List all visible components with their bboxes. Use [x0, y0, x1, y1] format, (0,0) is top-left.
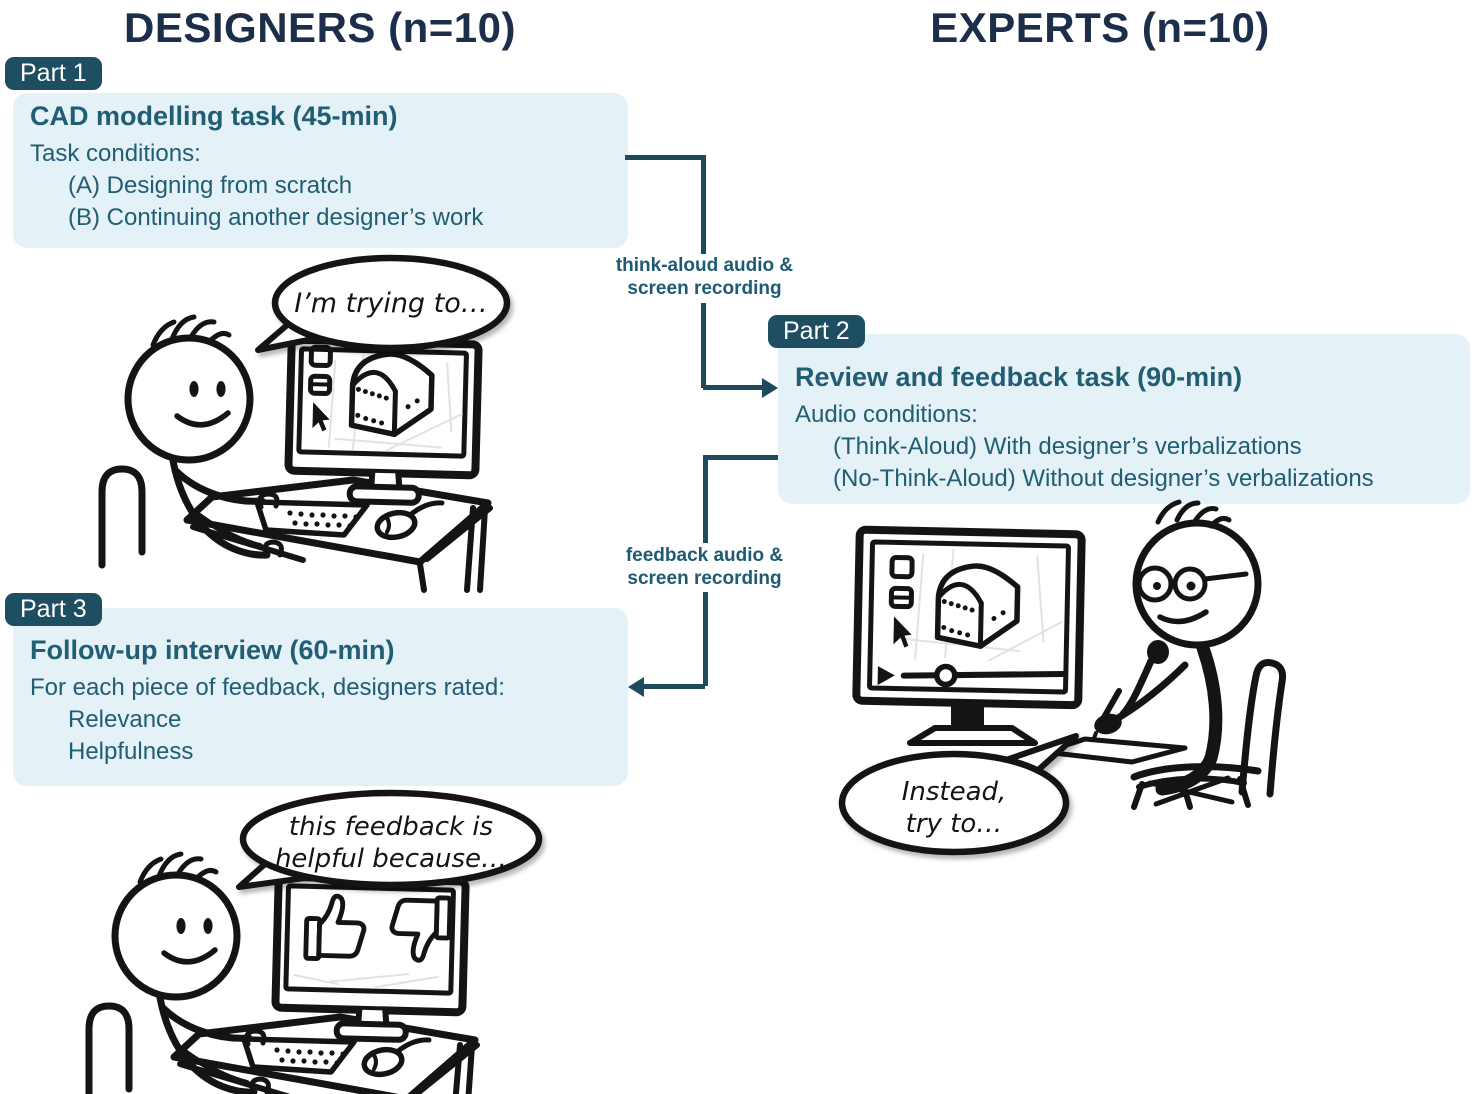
monitor — [284, 335, 483, 506]
thumbs-down-icon — [389, 895, 453, 963]
pen-icon — [1100, 688, 1122, 722]
speech-bubble — [255, 254, 511, 353]
connector2-segment — [703, 592, 708, 686]
expert-figure — [1089, 499, 1262, 796]
cad-loaf-model-icon — [348, 351, 435, 438]
cad-loaf-model-icon — [934, 563, 1021, 649]
part1-title: CAD modelling task (45-min) — [30, 101, 398, 131]
part2-title: Review and feedback task (90-min) — [795, 362, 1243, 392]
connector2-segment — [644, 684, 705, 689]
monitor-base — [333, 1020, 409, 1043]
designer-figure — [111, 851, 271, 1094]
mouse — [374, 500, 445, 541]
feedback-label-line2: screen recording — [627, 568, 782, 589]
designer-cad-illustration: I’m trying to… — [98, 254, 511, 593]
speech-bubble — [838, 733, 1079, 856]
bubble-text-line1: this feedback is — [289, 812, 493, 842]
part3-badge: Part 3 — [5, 593, 102, 626]
think-aloud-label-line2: screen recording — [627, 278, 782, 299]
column-header-designers: DESIGNERS (n=10) — [124, 4, 516, 51]
part1-condition-b: (B) Continuing another designer’s work — [68, 204, 484, 231]
arrow-right-icon — [762, 378, 778, 398]
monitor-base — [346, 483, 422, 506]
part1-badge: Part 1 — [5, 57, 102, 90]
progress-bar — [900, 670, 1066, 679]
part1-condition-a: (A) Designing from scratch — [68, 172, 353, 199]
thumbs-up-icon — [303, 893, 367, 961]
feedback-recording-label: feedback audio & screen recording — [592, 544, 817, 590]
bubble-text-line1: Instead, — [902, 777, 1007, 807]
keyboard — [254, 499, 370, 538]
cursor-arrow-icon — [893, 616, 912, 648]
think-aloud-recording-label: think-aloud audio & screen recording — [592, 254, 817, 300]
part3-rating-helpfulness: Helpfulness — [68, 738, 194, 765]
part3-rating-relevance: Relevance — [68, 706, 182, 733]
tool-square-icon — [889, 554, 915, 580]
think-aloud-label-line1: think-aloud audio & — [615, 255, 794, 276]
progress-knob — [934, 663, 958, 688]
part2-condition-think-aloud: (Think-Aloud) With designer’s verbalizat… — [833, 433, 1302, 460]
arrow-left-icon — [628, 677, 644, 697]
glasses-icon — [1136, 565, 1249, 603]
expert-review-illustration: Instead, try to… — [838, 499, 1286, 856]
feedback-label-line1: feedback audio & — [625, 545, 784, 566]
part2-condition-no-think-aloud: (No-Think-Aloud) Without designer’s verb… — [833, 465, 1374, 492]
head — [111, 871, 241, 1001]
part3-panel: Follow-up interview (60-min) For each pi… — [13, 608, 628, 786]
connector2-segment — [705, 455, 778, 460]
keyboard — [241, 1036, 357, 1075]
part2-badge: Part 2 — [768, 315, 865, 348]
part2-intro: Audio conditions: — [795, 401, 978, 428]
connector1-segment — [701, 155, 706, 254]
monitor-base — [907, 725, 1038, 746]
part3-title: Follow-up interview (60-min) — [30, 635, 395, 665]
designer-rating-illustration: this feedback is helpful because… — [85, 789, 543, 1094]
tool-square-icon — [308, 344, 333, 368]
part1-intro: Task conditions: — [30, 140, 201, 167]
connector2-segment — [703, 455, 708, 543]
head — [124, 334, 254, 464]
chair — [98, 465, 146, 569]
speech-bubble — [236, 789, 543, 890]
part3-intro: For each piece of feedback, designers ra… — [30, 674, 505, 701]
chair — [85, 1002, 133, 1094]
part1-panel: CAD modelling task (45-min) Task conditi… — [13, 93, 628, 248]
designer-figure — [124, 314, 284, 559]
monitor — [271, 872, 470, 1043]
column-header-experts: EXPERTS (n=10) — [930, 4, 1270, 51]
part2-panel: Review and feedback task (90-min) Audio … — [778, 334, 1470, 504]
bubble-text: I’m trying to… — [294, 288, 488, 319]
bubble-text-line2: try to… — [906, 809, 1003, 839]
mouse — [361, 1037, 432, 1078]
cursor-arrow-icon — [312, 402, 330, 432]
connector1-segment — [625, 155, 705, 160]
play-icon — [877, 666, 895, 686]
bubble-text-line2: helpful because… — [275, 844, 507, 874]
connector1-segment — [703, 385, 764, 390]
monitor — [852, 525, 1086, 710]
connector1-segment — [701, 303, 706, 388]
